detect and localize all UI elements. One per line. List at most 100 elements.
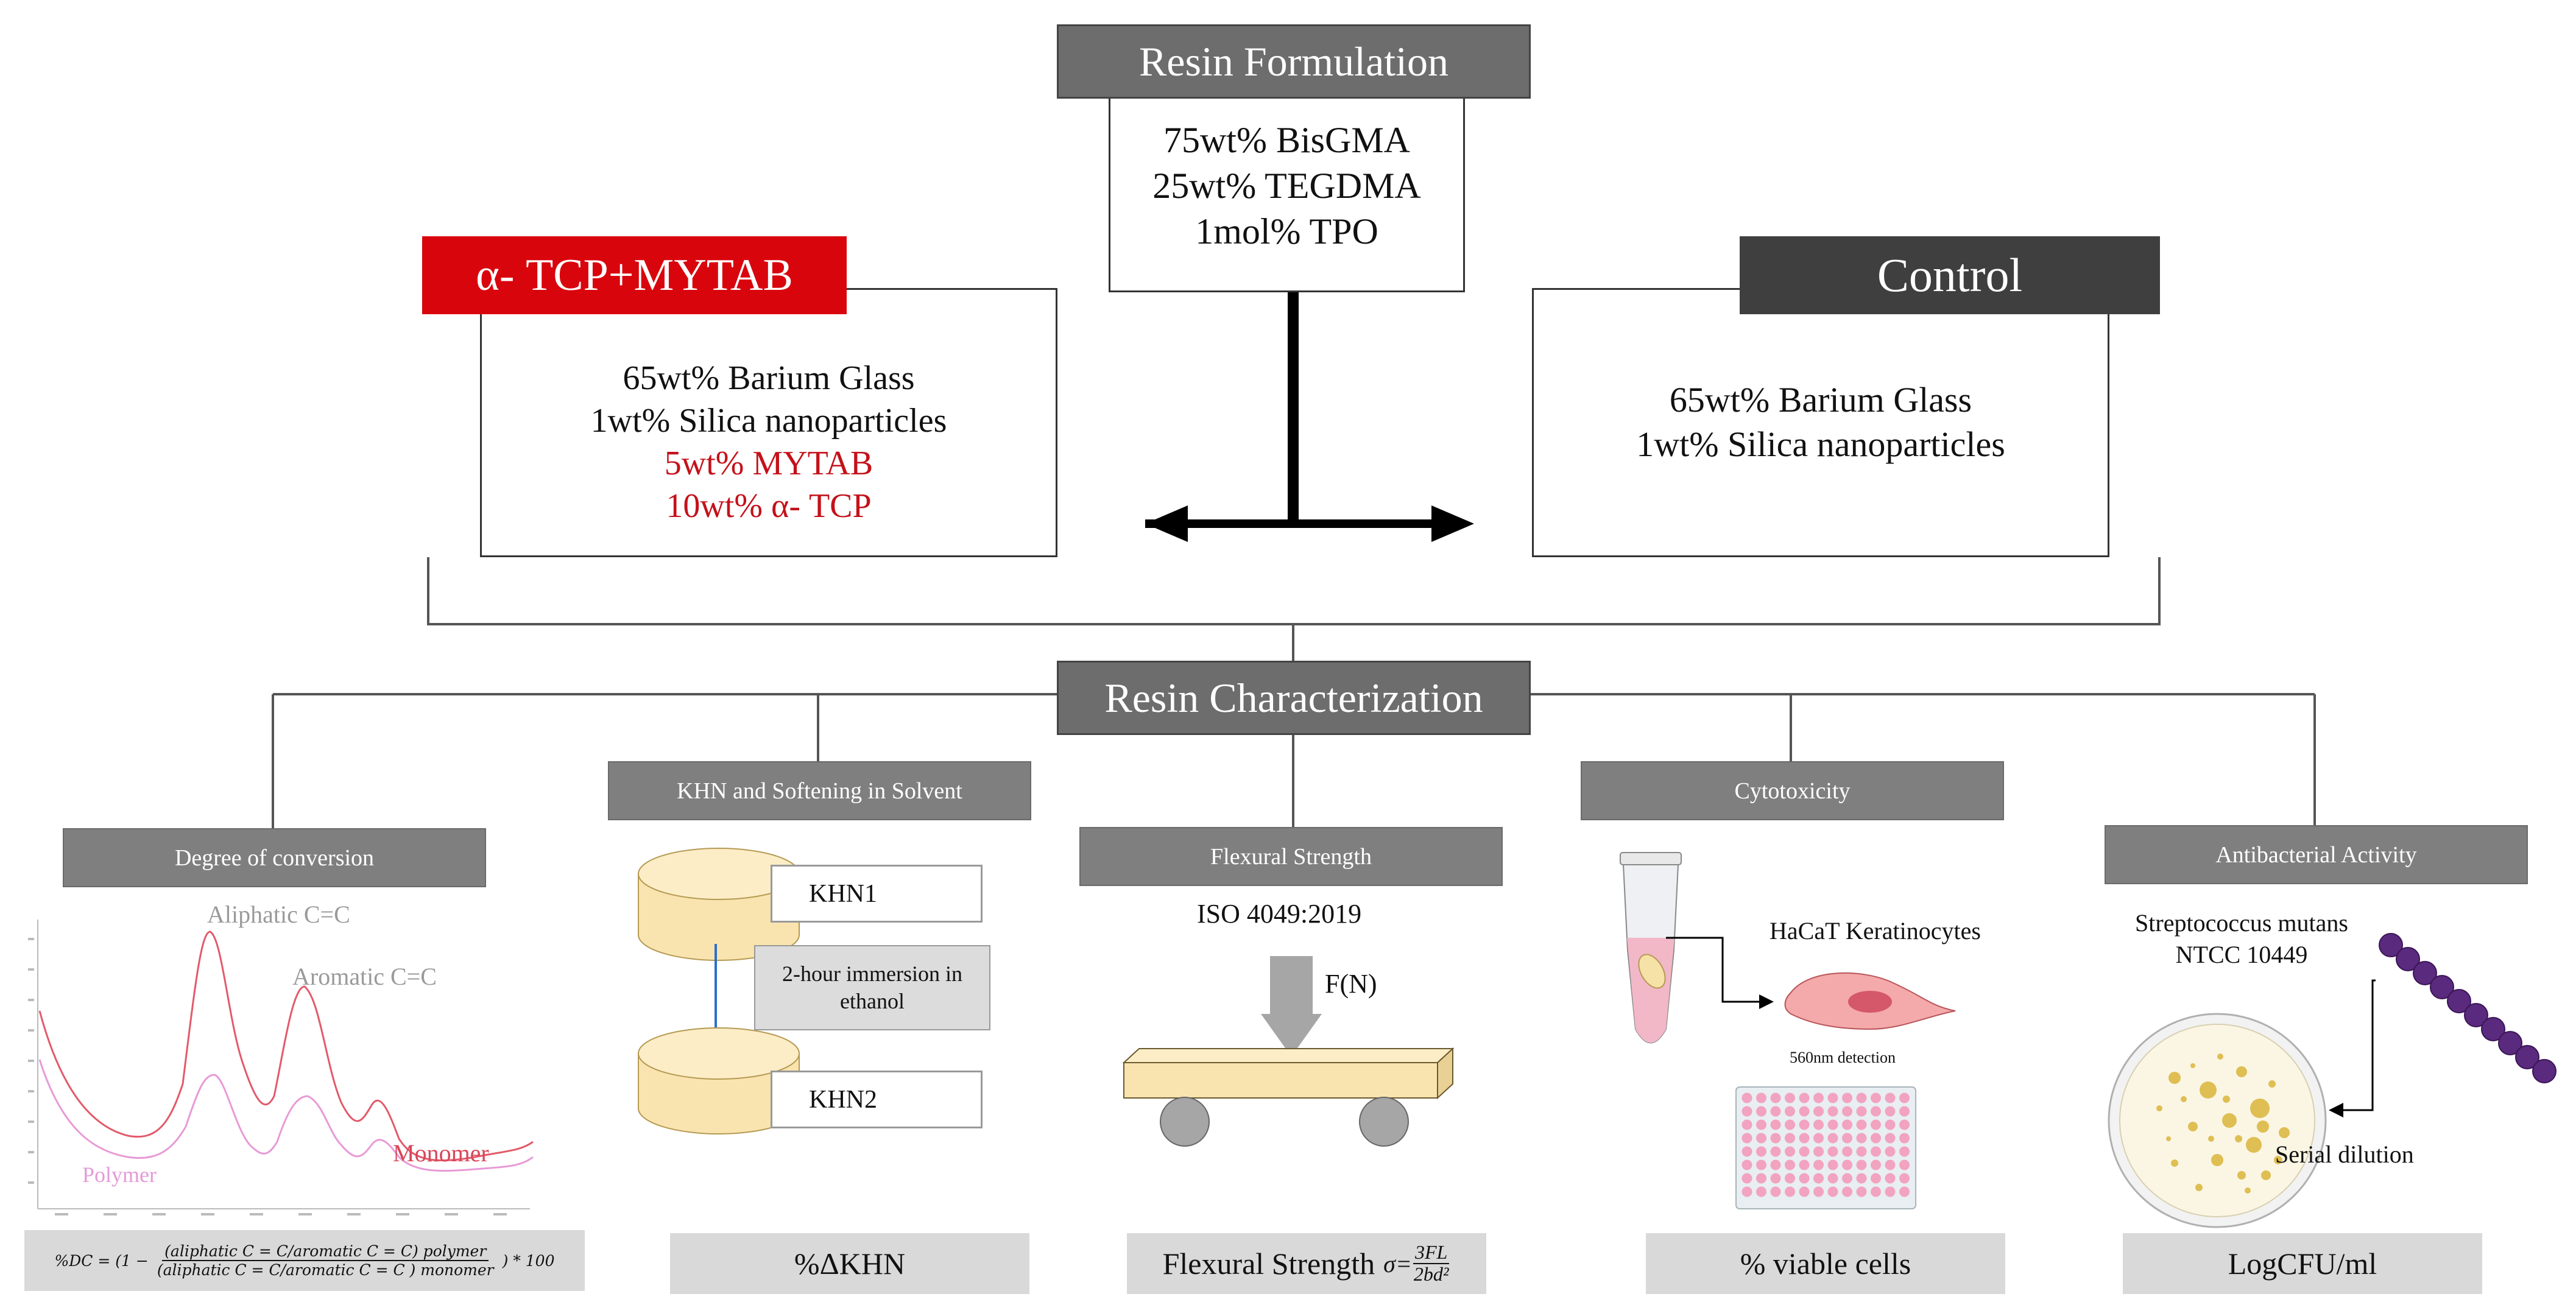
dc-formula-denominator: (aliphatic C = C/aromatic C = C ) monome… (157, 1261, 494, 1279)
colony (2236, 1066, 2247, 1077)
well (1871, 1186, 1881, 1197)
dc-formula-bar: %DC = (1 − (aliphatic C = C/aromatic C =… (24, 1230, 585, 1291)
flex-result-label: Flexural Strength (1162, 1247, 1375, 1281)
well (1770, 1186, 1781, 1197)
well (1741, 1159, 1752, 1170)
antibacterial-diagram (2108, 933, 2557, 1228)
well (1842, 1106, 1852, 1117)
bacterium (2447, 989, 2471, 1013)
dilution-label: Serial dilution (2275, 1141, 2414, 1168)
bacterium (2532, 1059, 2557, 1083)
well (1741, 1092, 1752, 1103)
well (1827, 1106, 1838, 1117)
well (1813, 1133, 1824, 1144)
well (1785, 1119, 1795, 1130)
bacterium (2498, 1031, 2522, 1055)
well (1899, 1159, 1910, 1170)
organism-name: Streptococcus mutans (2135, 909, 2348, 937)
monomer-label: Monomer (393, 1139, 489, 1167)
well (1856, 1159, 1867, 1170)
bacterium (2481, 1017, 2505, 1041)
immersion-box: 2-hour immersion in ethanol (754, 945, 990, 1030)
well (1785, 1173, 1795, 1184)
khn-header: KHN and Softening in Solvent (608, 761, 1031, 820)
colony (2257, 1120, 2269, 1133)
well (1842, 1146, 1852, 1157)
well (1741, 1119, 1752, 1130)
anti-header: Antibacterial Activity (2105, 825, 2528, 884)
well (1842, 1092, 1852, 1103)
colony (2190, 1063, 2195, 1068)
flex-header: Flexural Strength (1079, 827, 1503, 886)
colony (2166, 1136, 2171, 1141)
well (1827, 1186, 1838, 1197)
cells-label: HaCaT Keratinocytes (1770, 917, 1981, 944)
well (1856, 1092, 1867, 1103)
well (1899, 1106, 1910, 1117)
colony (2237, 1171, 2246, 1180)
formulation-line-1: 75wt% BisGMA (1163, 120, 1411, 160)
colony (2246, 1137, 2262, 1153)
flex-formula: σ= 3FL 2bd² (1383, 1242, 1450, 1284)
well (1756, 1106, 1766, 1117)
well (1756, 1173, 1766, 1184)
well (1799, 1092, 1810, 1103)
monomer-curve (38, 930, 534, 1162)
well (1770, 1133, 1781, 1144)
well (1813, 1119, 1824, 1130)
well (1741, 1133, 1752, 1144)
flex-result: Flexural Strength σ= 3FL 2bd² (1127, 1233, 1486, 1294)
colony (2168, 1072, 2181, 1084)
bacterium (2464, 1003, 2488, 1027)
well (1785, 1133, 1795, 1144)
colony (2211, 1154, 2223, 1166)
experimental-group-box: 65wt% Barium Glass 1wt% Silica nanoparti… (480, 288, 1057, 557)
flex-formula-fraction: 3FL 2bd² (1412, 1242, 1451, 1284)
well (1899, 1146, 1910, 1157)
well (1813, 1159, 1824, 1170)
colony (2181, 1096, 2187, 1102)
bacterium (2413, 961, 2437, 985)
well (1871, 1092, 1881, 1103)
tube-icon (1620, 852, 1682, 1044)
well (1770, 1159, 1781, 1170)
well (1856, 1173, 1867, 1184)
ftir-spectrum-chart (28, 920, 534, 1215)
load-arrow-icon (1261, 956, 1322, 1057)
well (1827, 1159, 1838, 1170)
cyto-result: % viable cells (1646, 1233, 2005, 1294)
x-ticks (55, 1213, 507, 1215)
support-right-icon (1359, 1097, 1409, 1147)
cytotoxicity-diagram (1620, 852, 1956, 1209)
right-line-2: 1wt% Silica nanoparticles (1636, 424, 2005, 464)
flex-formula-den: 2bd² (1413, 1263, 1449, 1285)
well (1770, 1173, 1781, 1184)
well (1741, 1106, 1752, 1117)
flex-formula-num: 3FL (1413, 1242, 1450, 1264)
well (1899, 1133, 1910, 1144)
well (1799, 1106, 1810, 1117)
well (1770, 1106, 1781, 1117)
iso-label: ISO 4049:2019 (1197, 899, 1362, 929)
support-left-icon (1160, 1097, 1210, 1147)
flex-formula-sigma: σ= (1383, 1250, 1412, 1278)
polymer-curve (38, 1059, 534, 1172)
well (1871, 1133, 1881, 1144)
bacterium (2396, 947, 2420, 971)
well (1827, 1133, 1838, 1144)
dc-header: Degree of conversion (63, 828, 486, 887)
well (1856, 1133, 1867, 1144)
formulation-line-2: 25wt% TEGDMA (1152, 166, 1421, 206)
anti-result: LogCFU/ml (2123, 1233, 2482, 1294)
disc-bottom-icon (638, 1027, 800, 1134)
well (1785, 1159, 1795, 1170)
colony (2222, 1113, 2237, 1128)
well (1813, 1186, 1824, 1197)
organism-strain: NTCC 10449 (2175, 941, 2308, 968)
well (1899, 1173, 1910, 1184)
well (1842, 1133, 1852, 1144)
colony (2200, 1082, 2217, 1099)
specimen-bar-icon (1122, 1047, 1455, 1100)
colony (2279, 1127, 2290, 1138)
dc-formula-lhs: %DC = (1 − (54, 1251, 149, 1270)
